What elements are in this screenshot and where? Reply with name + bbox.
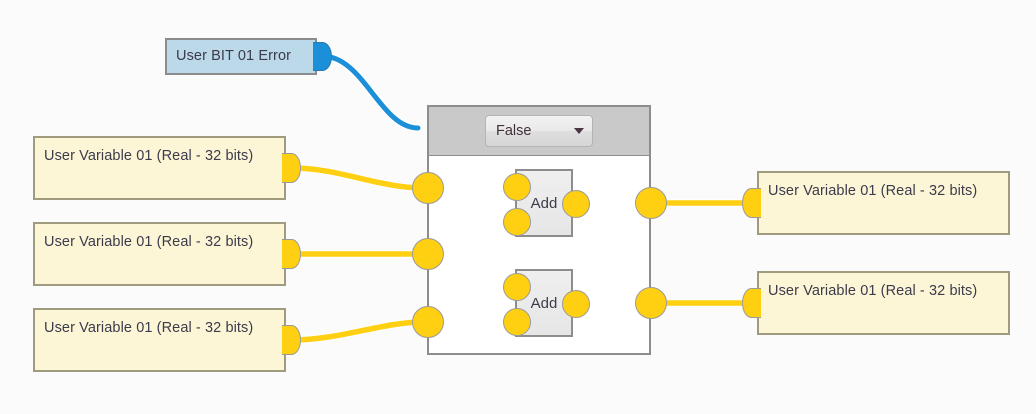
input-variable-2-port[interactable] <box>282 239 301 269</box>
container-output-port-2[interactable] <box>635 287 667 319</box>
add-2-output-port[interactable] <box>562 290 590 318</box>
conditional-container-header: False <box>427 105 651 156</box>
output-variable-1-body: User Variable 01 (Real - 32 bits) <box>757 171 1010 235</box>
container-input-port-3[interactable] <box>412 306 444 338</box>
node-input-variable-3[interactable]: User Variable 01 (Real - 32 bits) <box>33 308 286 372</box>
container-input-port-1[interactable] <box>412 172 444 204</box>
container-input-port-2[interactable] <box>412 238 444 270</box>
output-variable-1-label: User Variable 01 (Real - 32 bits) <box>768 183 978 199</box>
node-user-bit-01-error[interactable]: User BIT 01 Error <box>165 38 317 75</box>
bool-node-label: User BIT 01 Error <box>176 48 292 65</box>
container-output-port-1[interactable] <box>635 187 667 219</box>
node-output-variable-1[interactable]: User Variable 01 (Real - 32 bits) <box>757 171 1010 235</box>
operator-add-1-label: Add <box>530 194 558 212</box>
output-variable-2-label: User Variable 01 (Real - 32 bits) <box>768 283 978 299</box>
wire-input3-to-port3 <box>289 319 427 343</box>
bool-output-port[interactable] <box>313 42 332 71</box>
input-variable-2-body: User Variable 01 (Real - 32 bits) <box>33 222 286 286</box>
input-variable-2-label: User Variable 01 (Real - 32 bits) <box>44 234 254 250</box>
input-variable-3-label: User Variable 01 (Real - 32 bits) <box>44 320 254 336</box>
bool-node-body: User BIT 01 Error <box>165 38 317 75</box>
add-1-output-port[interactable] <box>562 190 590 218</box>
wire-input1-to-port1 <box>289 165 427 191</box>
input-variable-3-body: User Variable 01 (Real - 32 bits) <box>33 308 286 372</box>
input-variable-1-label: User Variable 01 (Real - 32 bits) <box>44 148 254 164</box>
node-output-variable-2[interactable]: User Variable 01 (Real - 32 bits) <box>757 271 1010 335</box>
add-1-input-port-1[interactable] <box>503 173 531 201</box>
condition-dropdown[interactable]: False <box>485 115 593 147</box>
chevron-down-icon <box>574 128 584 134</box>
output-variable-2-port[interactable] <box>742 288 761 318</box>
add-1-input-port-2[interactable] <box>503 208 531 236</box>
output-variable-1-port[interactable] <box>742 188 761 218</box>
input-variable-1-port[interactable] <box>282 153 301 183</box>
output-variable-2-body: User Variable 01 (Real - 32 bits) <box>757 271 1010 335</box>
node-input-variable-1[interactable]: User Variable 01 (Real - 32 bits) <box>33 136 286 200</box>
input-variable-1-body: User Variable 01 (Real - 32 bits) <box>33 136 286 200</box>
add-2-input-port-1[interactable] <box>503 273 531 301</box>
input-variable-3-port[interactable] <box>282 325 301 355</box>
wire-bool-to-container <box>319 53 421 131</box>
add-2-input-port-2[interactable] <box>503 308 531 336</box>
operator-add-2-label: Add <box>530 294 558 312</box>
condition-dropdown-value: False <box>496 123 532 139</box>
node-input-variable-2[interactable]: User Variable 01 (Real - 32 bits) <box>33 222 286 286</box>
